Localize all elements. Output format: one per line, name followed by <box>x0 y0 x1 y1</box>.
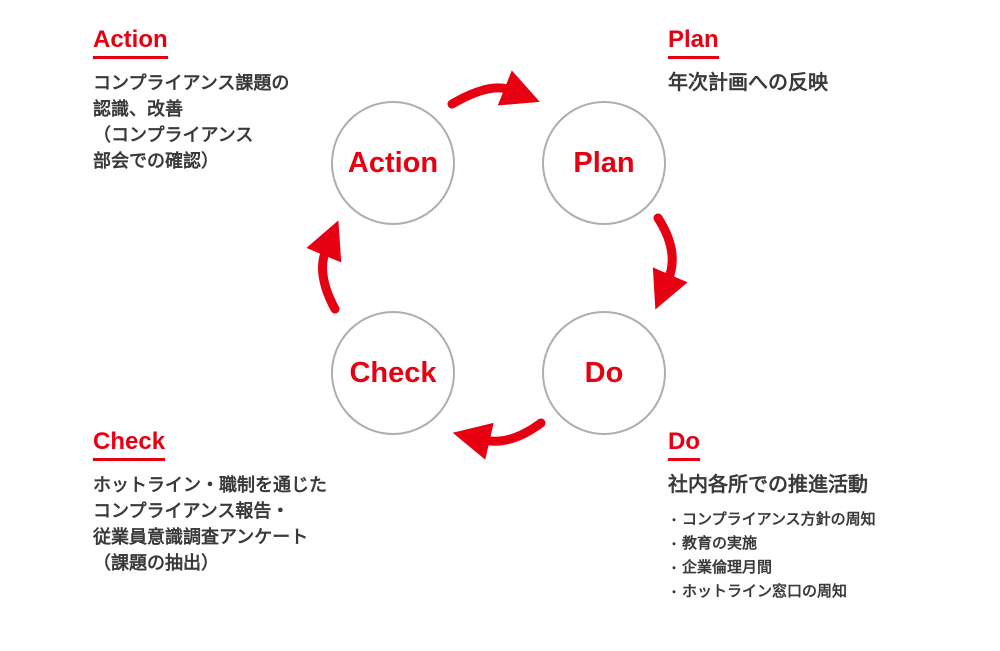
cycle-node-check: Check <box>331 311 455 435</box>
section-check-line: （課題の抽出） <box>93 553 219 573</box>
bullet-icon: ・ <box>668 585 681 599</box>
arrow-plan-to-do-icon <box>652 213 688 310</box>
section-action-heading: Action <box>93 28 168 59</box>
section-do-bullet-list: ・ コンプライアンス方針の周知 ・ 教育の実施 ・ 企業倫理月間 ・ ホットライ… <box>668 508 958 604</box>
section-action: Action コンプライアンス課題の 認識、改善 （コンプライアンス 部会での確… <box>93 28 383 174</box>
section-do-title: 社内各所での推進活動 <box>668 474 868 496</box>
list-item: ・ コンプライアンス方針の周知 <box>668 508 958 532</box>
section-check-line: ホットライン・職制を通じた <box>93 475 327 495</box>
bullet-icon: ・ <box>668 513 681 527</box>
cycle-node-do-label: Do <box>584 356 624 389</box>
arrow-action-to-plan-icon <box>447 70 540 109</box>
list-item: ・ 教育の実施 <box>668 532 958 556</box>
section-check-heading: Check <box>93 430 166 461</box>
cycle-node-action: Action <box>331 101 455 225</box>
list-item: ・ 企業倫理月間 <box>668 556 958 580</box>
bullet-text: 企業倫理月間 <box>682 559 773 576</box>
list-item: ・ ホットライン窓口の周知 <box>668 580 958 604</box>
cycle-node-do: Do <box>542 311 666 435</box>
section-do: Do 社内各所での推進活動 ・ コンプライアンス方針の周知 ・ 教育の実施 ・ … <box>668 430 958 604</box>
section-action-line: 部会での確認） <box>93 151 219 171</box>
bullet-text: 教育の実施 <box>682 535 758 552</box>
section-plan: Plan 年次計画への反映 <box>668 28 958 96</box>
cycle-node-action-label: Action <box>347 146 439 179</box>
section-plan-line: 年次計画への反映 <box>668 72 828 94</box>
bullet-text: ホットライン窓口の周知 <box>682 583 848 600</box>
cycle-node-plan-label: Plan <box>573 146 635 179</box>
section-action-line: 認識、改善 <box>93 99 183 119</box>
bullet-icon: ・ <box>668 537 681 551</box>
section-action-line: （コンプライアンス <box>93 125 254 145</box>
arrow-do-to-check-icon <box>452 418 546 460</box>
bullet-icon: ・ <box>668 561 681 575</box>
cycle-node-plan: Plan <box>542 101 666 225</box>
section-plan-heading: Plan <box>668 28 719 59</box>
arrow-check-to-action-icon <box>306 220 342 314</box>
section-action-line: コンプライアンス課題の <box>93 73 290 93</box>
section-do-heading: Do <box>668 430 700 461</box>
bullet-text: コンプライアンス方針の周知 <box>682 511 876 528</box>
section-check-line: コンプライアンス報告・ <box>93 501 290 521</box>
section-check-body: ホットライン・職制を通じた コンプライアンス報告・ 従業員意識調査アンケート （… <box>93 472 383 576</box>
cycle-node-check-label: Check <box>349 356 437 389</box>
section-plan-body: 年次計画への反映 <box>668 70 958 96</box>
section-check-line: 従業員意識調査アンケート <box>93 527 309 547</box>
section-check: Check ホットライン・職制を通じた コンプライアンス報告・ 従業員意識調査ア… <box>93 430 383 576</box>
section-action-body: コンプライアンス課題の 認識、改善 （コンプライアンス 部会での確認） <box>93 70 383 174</box>
